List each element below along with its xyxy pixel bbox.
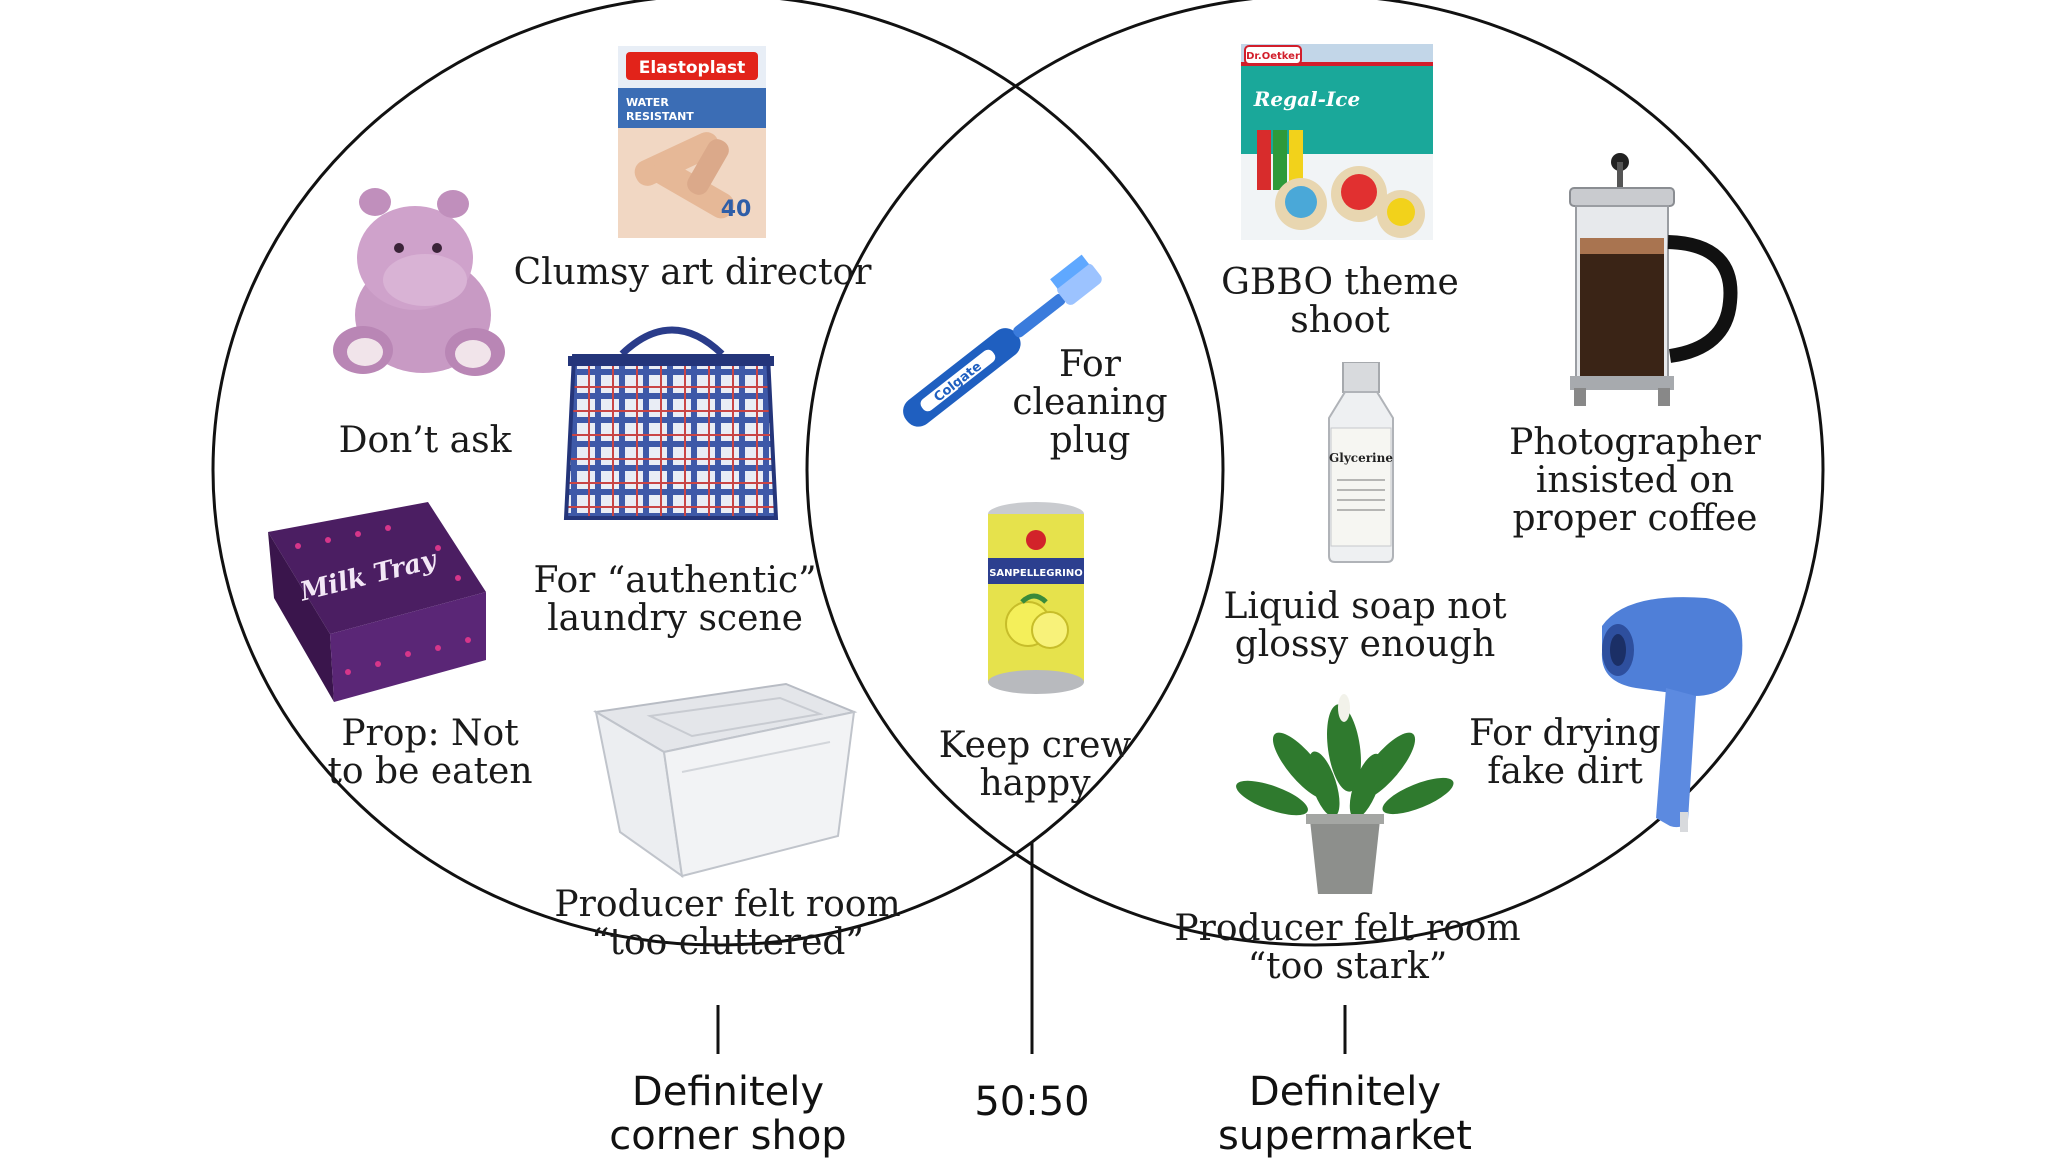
- laundry-bag-item: [562, 312, 780, 522]
- icing-caption: GBBO theme shoot: [1221, 262, 1459, 341]
- glycerine-product: Glycerine: [1329, 451, 1393, 465]
- toothbrush-caption: For cleaning plug: [1012, 344, 1168, 461]
- cafetiere-caption: Photographer insisted on proper coffee: [1509, 422, 1761, 539]
- stuffed-hippo-toy-icon: [333, 188, 505, 376]
- elastoplast-line2: RESISTANT: [626, 110, 694, 123]
- milk-tray-chocolate-box-icon: Milk Tray: [268, 502, 486, 702]
- cafetiere-item: [1560, 152, 1740, 407]
- plastic-storage-box-icon: [593, 682, 858, 879]
- corner-shop-circle: [211, 0, 1225, 947]
- soda-can-caption: Keep crew happy: [938, 725, 1132, 804]
- plant-item: [1232, 688, 1458, 898]
- hippo-caption: Don’t ask: [338, 420, 512, 461]
- storage-box-item: [590, 672, 860, 882]
- hippo-item: [325, 180, 515, 380]
- elastoplast-brand: Elastoplast: [639, 58, 746, 78]
- milk-tray-item: Milk Tray: [268, 502, 486, 702]
- hairdryer-icon: [1601, 597, 1743, 832]
- icing-brand: Dr.Oetker: [1246, 51, 1300, 62]
- sanpellegrino-brand: SANPELLEGRINO: [989, 568, 1083, 579]
- icing-item: Dr.Oetker Regal-Ice: [1241, 44, 1433, 240]
- glycerine-bottle-icon: Glycerine: [1328, 362, 1394, 563]
- plant-caption: Producer felt room “too stark”: [1174, 908, 1521, 987]
- icing-product: Regal-Ice: [1253, 87, 1360, 111]
- glycerine-caption: Liquid soap not glossy enough: [1223, 586, 1507, 665]
- supermarket-label: Definitely supermarket: [1218, 1069, 1472, 1159]
- overlap-label: 50:50: [974, 1079, 1090, 1125]
- plasters-item: Elastoplast WATER RESISTANT 40: [618, 46, 766, 238]
- glycerine-item: Glycerine: [1313, 362, 1409, 564]
- corner-shop-label: Definitely corner shop: [609, 1069, 847, 1159]
- laundry-bag-caption: For “authentic” laundry scene: [533, 560, 817, 639]
- soda-can-item: SANPELLEGRINO: [982, 500, 1090, 696]
- elastoplast-box-icon: Elastoplast WATER RESISTANT 40: [618, 46, 766, 238]
- elastoplast-count: 40: [721, 197, 752, 222]
- cafetiere-icon: [1569, 153, 1738, 406]
- hairdryer-item: [1596, 592, 1746, 832]
- toothbrush-item: Colgate: [880, 244, 1126, 444]
- checked-laundry-bag-icon: [563, 326, 779, 520]
- supermarket-circle: [805, 0, 1825, 947]
- storage-box-caption: Producer felt room “too cluttered”: [554, 884, 901, 963]
- regal-ice-icing-box-icon: Dr.Oetker Regal-Ice: [1241, 44, 1433, 240]
- potted-plant-icon: [1236, 694, 1454, 894]
- plasters-caption: Clumsy art director: [513, 252, 872, 293]
- milk-tray-caption: Prop: Not to be eaten: [327, 713, 533, 792]
- toothbrush-icon: Colgate: [903, 254, 1102, 427]
- sanpellegrino-can-icon: SANPELLEGRINO: [988, 502, 1084, 694]
- hairdryer-caption: For drying fake dirt: [1469, 713, 1661, 792]
- elastoplast-line1: WATER: [626, 96, 669, 109]
